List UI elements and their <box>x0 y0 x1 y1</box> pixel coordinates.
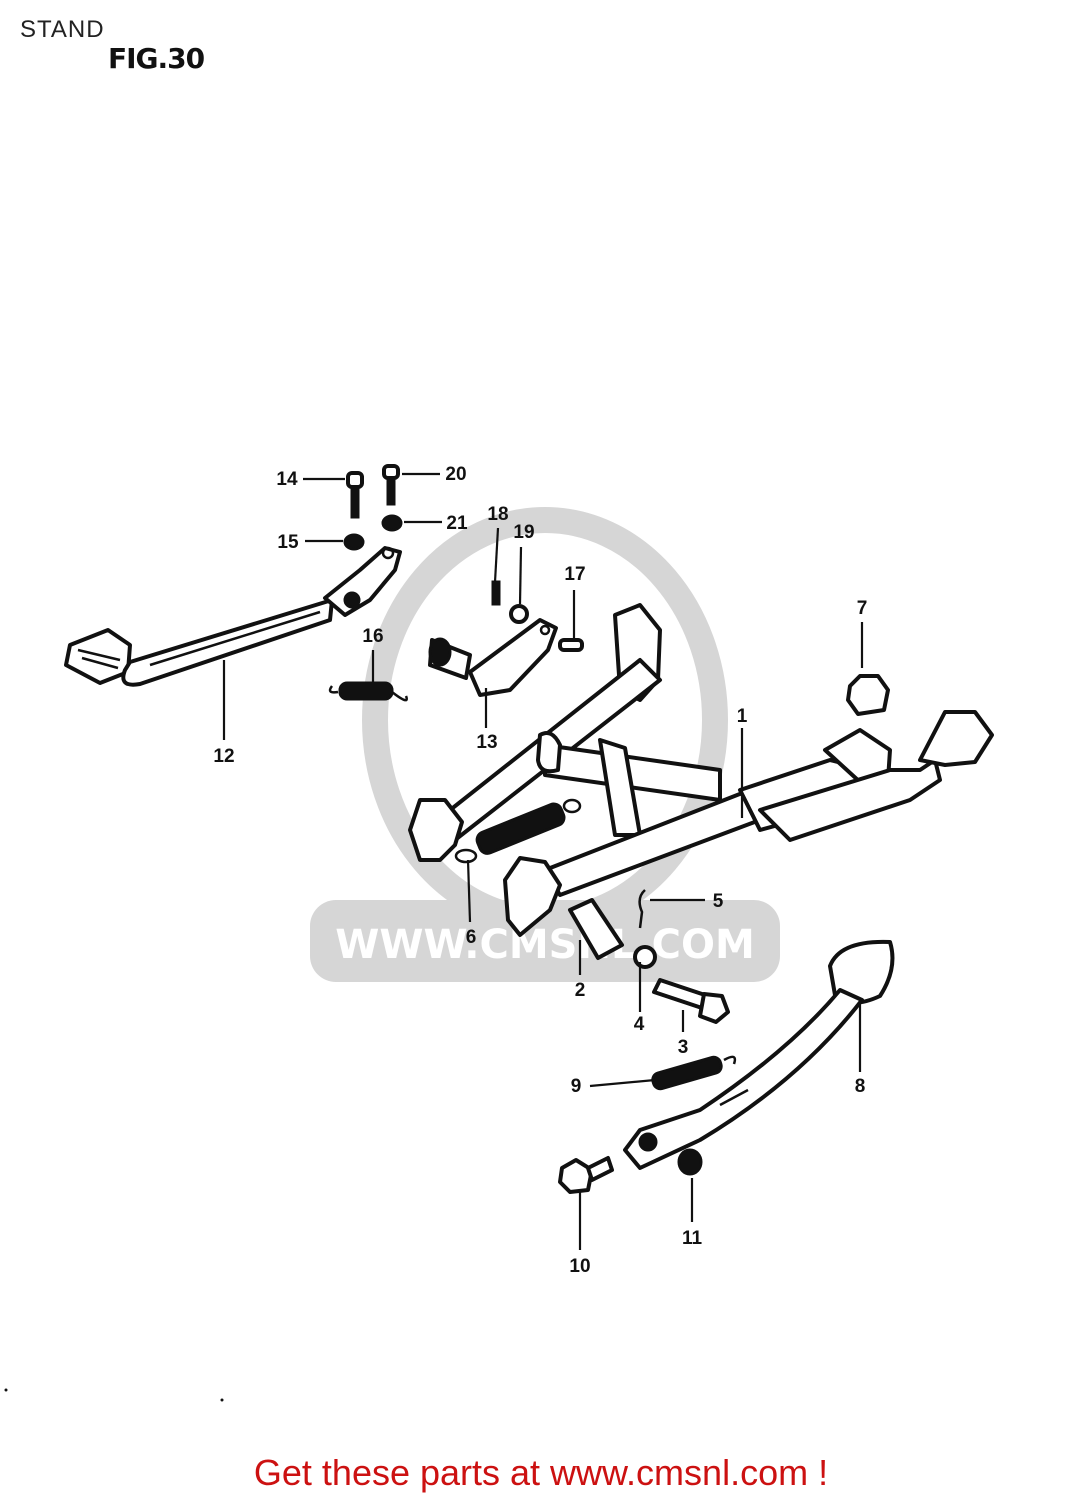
speck <box>4 1388 8 1392</box>
part-spring-16 <box>328 681 408 702</box>
part-center-stand <box>408 603 994 937</box>
part-nut-11 <box>677 1148 703 1176</box>
callout-8: 8 <box>855 1076 866 1097</box>
callout-11: 11 <box>682 1228 703 1249</box>
callout-1: 1 <box>737 706 748 727</box>
figure-label: FIG.30 <box>108 42 205 75</box>
part-spring-9 <box>651 1055 737 1091</box>
part-bolt-10 <box>558 1156 614 1194</box>
part-side-stand <box>623 939 895 1170</box>
part-pin-18 <box>491 580 501 606</box>
callout-12: 12 <box>213 746 234 767</box>
part-spring-6 <box>454 798 582 864</box>
callout-3: 3 <box>678 1037 689 1058</box>
part-bolt-3 <box>652 978 730 1024</box>
callout-13: 13 <box>476 732 497 753</box>
callout-19: 19 <box>513 522 534 543</box>
callout-17: 17 <box>564 564 585 585</box>
part-cap-7 <box>846 674 890 716</box>
callout-14: 14 <box>276 469 298 490</box>
page-title: STAND <box>20 16 105 43</box>
callout-20: 20 <box>445 464 466 485</box>
parts-diagram: WWW.CMSNL.COM <box>4 464 994 1402</box>
part-washer-19 <box>509 604 529 624</box>
callout-4: 4 <box>634 1014 645 1035</box>
part-brake-pedal <box>64 546 402 687</box>
callout-5: 5 <box>713 891 724 912</box>
callout-21: 21 <box>446 513 468 534</box>
part-bolt-17 <box>558 638 584 652</box>
footer-banner[interactable]: Get these parts at www.cmsnl.com ! <box>253 1452 829 1493</box>
part-washer-21 <box>381 514 403 532</box>
part-arm-13 <box>428 618 558 697</box>
part-collar-2 <box>568 898 624 960</box>
callout-15: 15 <box>277 532 299 553</box>
callout-6: 6 <box>466 927 477 948</box>
callout-2: 2 <box>575 980 586 1001</box>
part-washer-4 <box>633 945 657 969</box>
part-clip-5 <box>638 889 646 929</box>
callout-16: 16 <box>362 626 383 647</box>
watermark: WWW.CMSNL.COM <box>310 507 780 982</box>
callout-9: 9 <box>571 1076 582 1097</box>
speck <box>220 1398 224 1402</box>
callout-18: 18 <box>487 504 508 525</box>
leader-lines <box>222 472 864 1250</box>
part-bolt-14 <box>346 471 364 519</box>
watermark-text: WWW.CMSNL.COM <box>335 922 755 968</box>
part-bolt-20 <box>382 464 400 506</box>
part-nut-15 <box>343 533 365 551</box>
callout-7: 7 <box>857 598 868 619</box>
callout-10: 10 <box>569 1256 590 1277</box>
